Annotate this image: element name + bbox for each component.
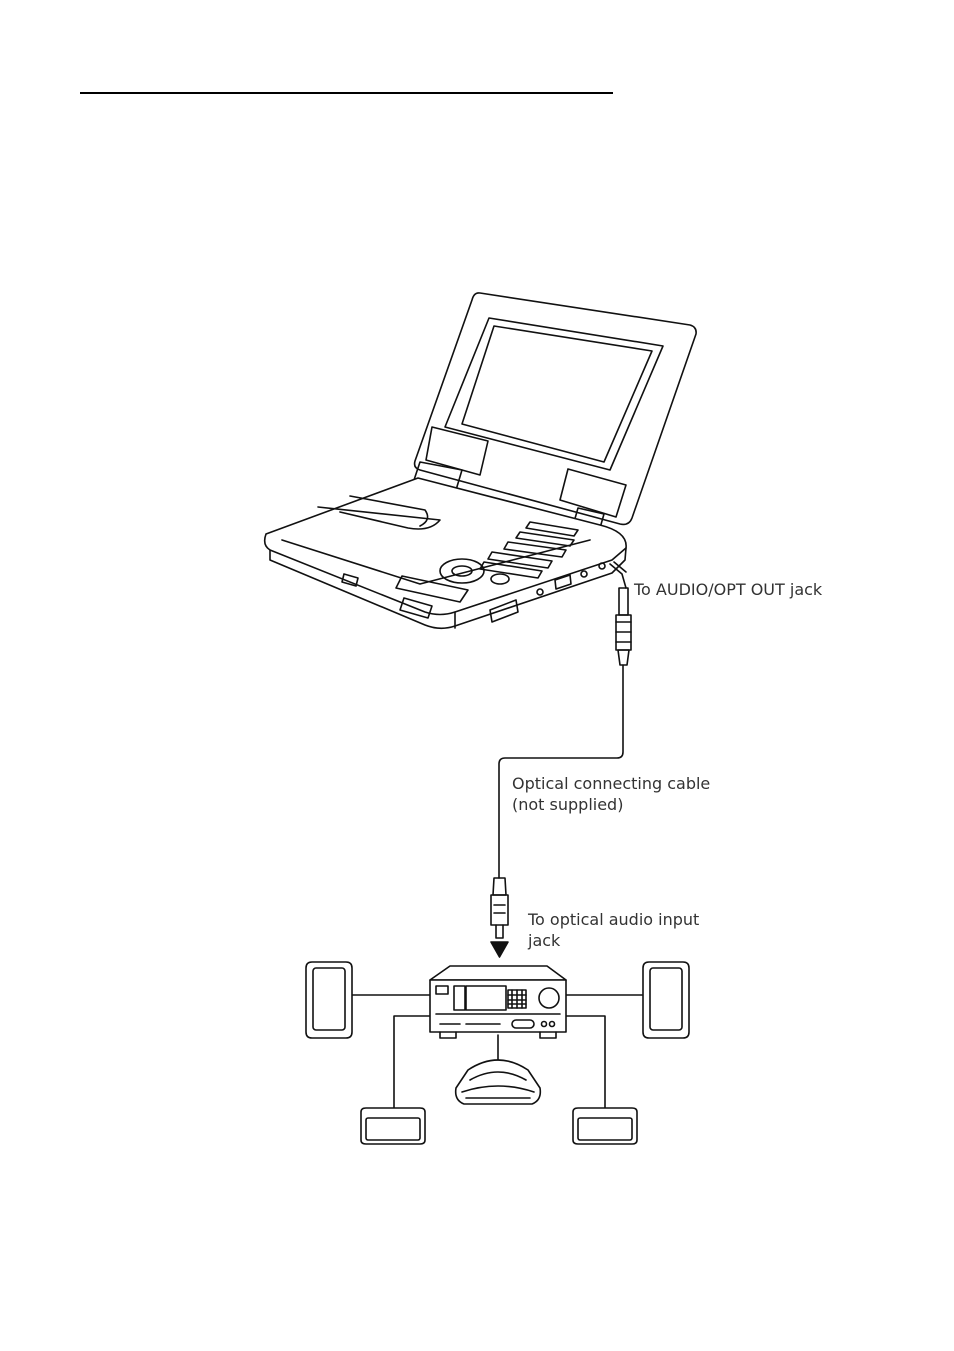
input-jack-label-line1: To optical audio input — [528, 909, 699, 930]
speaker-system — [306, 962, 689, 1144]
cable-label-line2: (not supplied) — [512, 794, 623, 815]
arrow-down-icon — [491, 942, 508, 957]
rear-right-speaker — [573, 1108, 637, 1144]
front-left-speaker — [306, 962, 352, 1038]
rear-left-speaker — [361, 1108, 425, 1144]
center-speaker — [456, 1060, 541, 1104]
cable-label-line1: Optical connecting cable — [512, 773, 710, 794]
audio-out-jack-label: To AUDIO/OPT OUT jack — [634, 579, 822, 600]
portable-dvd-player — [265, 293, 696, 628]
input-jack-label-line2: jack — [528, 930, 560, 951]
av-receiver — [430, 966, 566, 1038]
optical-cable — [491, 588, 631, 938]
front-right-speaker — [643, 962, 689, 1038]
